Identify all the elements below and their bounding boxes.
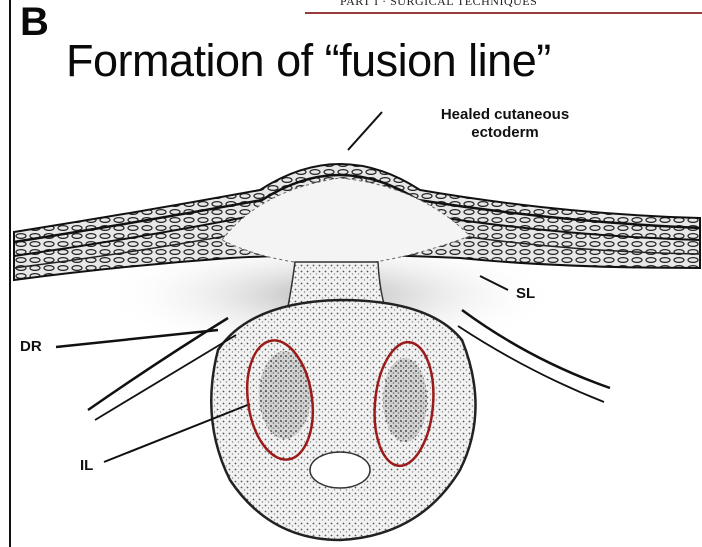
label-sl: SL [516, 285, 535, 302]
right-cluster [383, 358, 427, 442]
label-healed-line1: Healed cutaneous [410, 106, 600, 124]
right-duct-lines [458, 310, 610, 402]
healed-leader-line [348, 112, 382, 150]
central-void [310, 452, 370, 488]
label-healed-line2: ectoderm [410, 124, 600, 142]
label-dr: DR [20, 338, 42, 355]
label-il: IL [80, 457, 93, 474]
label-healed-ectoderm: Healed cutaneous ectoderm [410, 106, 600, 142]
